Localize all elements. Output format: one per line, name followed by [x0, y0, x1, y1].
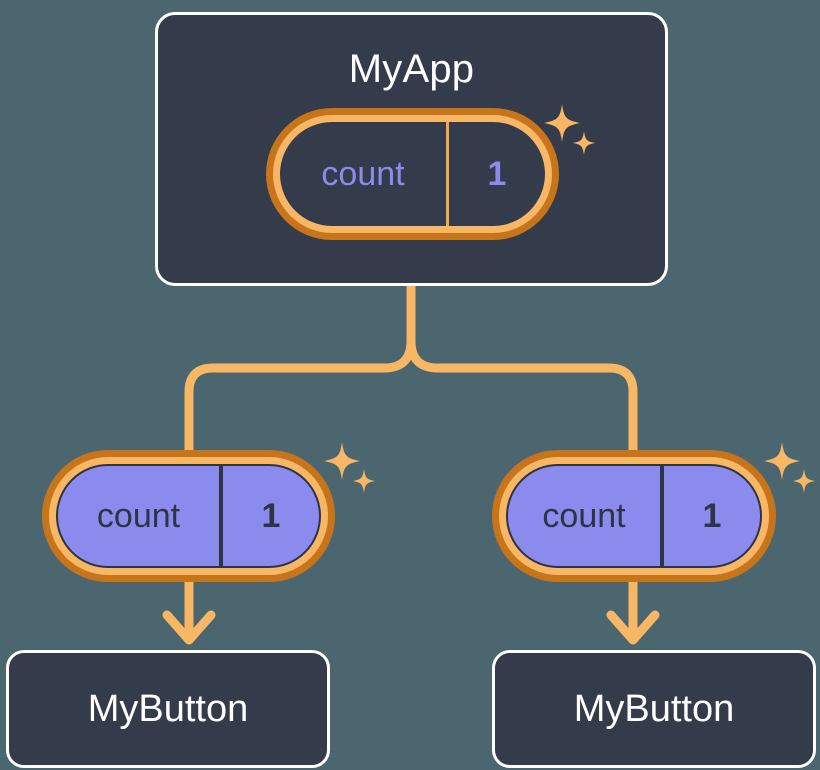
- state-key-label: count: [542, 497, 626, 535]
- four-point-star-small-icon: [353, 469, 375, 493]
- state-value-label: 1: [660, 466, 760, 566]
- four-point-star-icon: [764, 442, 800, 480]
- four-point-star-small-icon: [793, 469, 815, 493]
- state-key-label: count: [321, 155, 405, 193]
- pill-inner-ring: count 1: [273, 115, 552, 233]
- component-card-label: MyButton: [573, 687, 735, 730]
- component-card-mybutton-right[interactable]: MyButton: [492, 650, 816, 768]
- pill-body: count 1: [56, 464, 321, 568]
- component-card-label: MyButton: [87, 687, 249, 730]
- page-title: MyApp: [348, 47, 475, 91]
- state-key-label: count: [96, 497, 181, 535]
- pill-body: count 1: [506, 464, 762, 568]
- arrow-right-group: [606, 582, 660, 645]
- state-value-label: 1: [446, 122, 545, 226]
- arrow-left-head: [162, 610, 216, 645]
- state-pill-myapp[interactable]: count 1: [266, 108, 559, 240]
- pill-inner-ring: count 1: [49, 457, 328, 575]
- arrow-right-head: [606, 610, 660, 645]
- state-pill-child-left[interactable]: count 1: [42, 450, 335, 582]
- pill-body: count 1: [280, 122, 545, 226]
- four-point-star-icon: [324, 442, 360, 480]
- state-value-label: 1: [219, 466, 319, 566]
- branch-to-left: [184, 336, 416, 455]
- arrow-left-group: [162, 582, 216, 645]
- state-pill-child-right[interactable]: count 1: [492, 450, 776, 582]
- pill-inner-ring: count 1: [499, 457, 769, 575]
- component-card-mybutton-left[interactable]: MyButton: [6, 650, 330, 768]
- branch-to-right: [406, 336, 638, 455]
